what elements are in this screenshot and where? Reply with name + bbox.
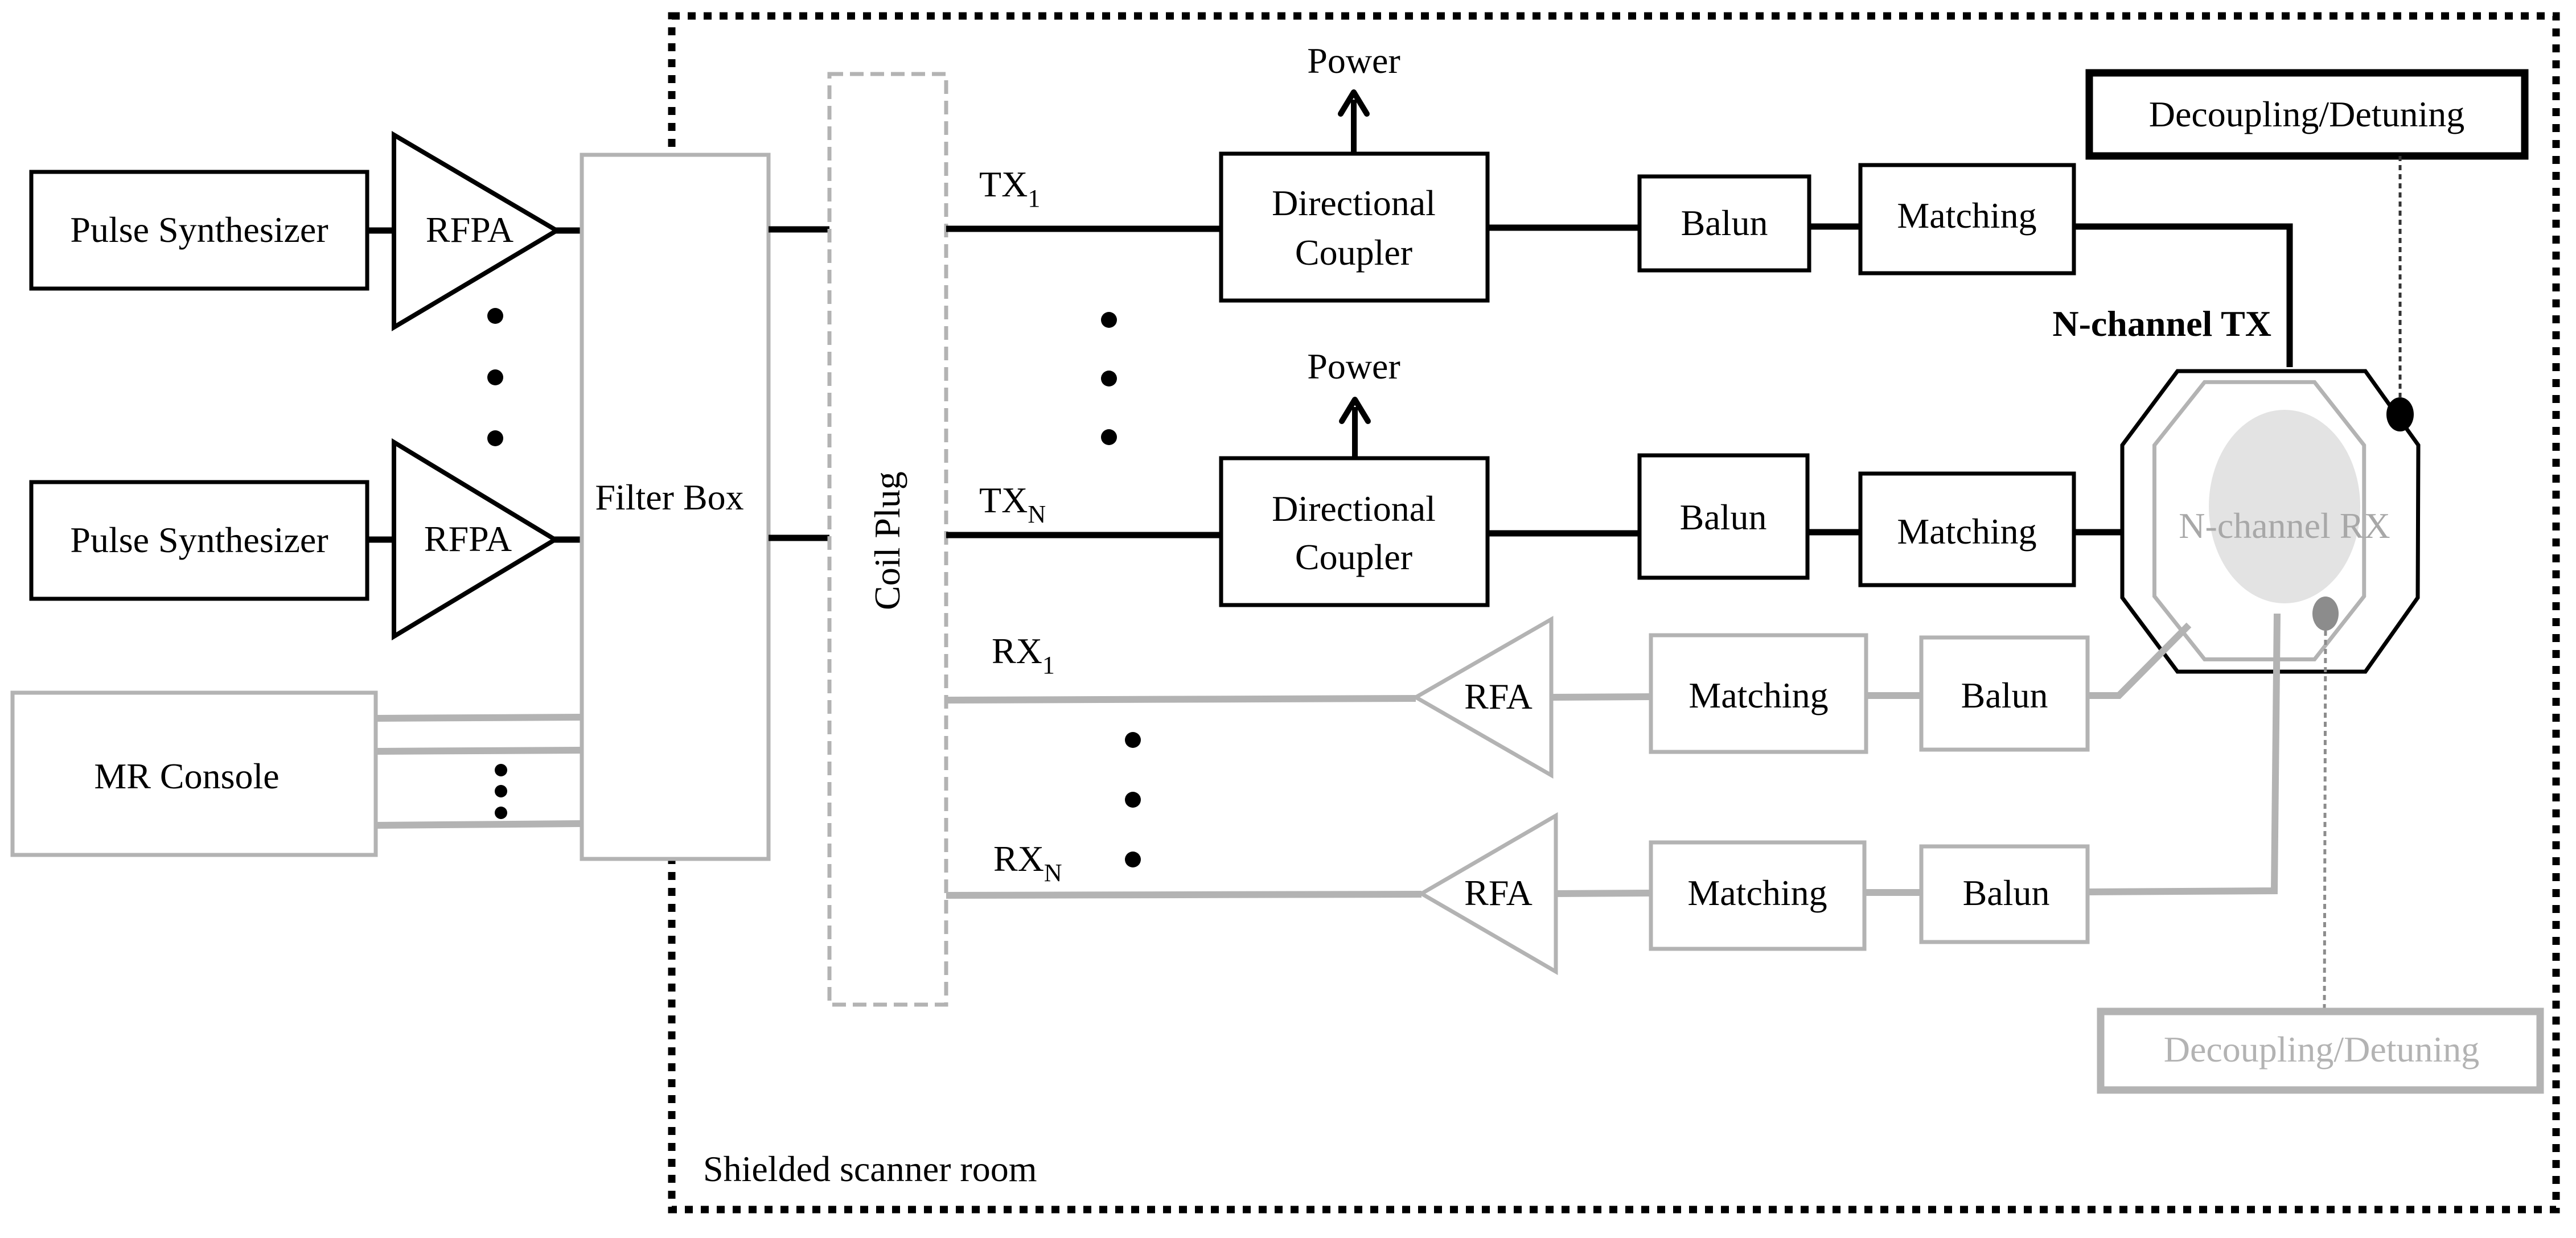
svg-text:Coupler: Coupler [1295, 537, 1412, 577]
tx-matching-n: Matching [1858, 471, 2076, 587]
ellipsis-dot [487, 369, 503, 385]
rfpa-2: RFPA [392, 438, 560, 641]
ellipsis-dot [495, 764, 507, 776]
svg-text:Balun: Balun [1961, 675, 2048, 715]
ellipsis-dot [495, 807, 507, 819]
wire-balunn-coil [2087, 613, 2281, 895]
ellipsis-dot [1101, 371, 1117, 386]
tx-rx-coil: N-channel RX [2120, 369, 2421, 674]
svg-text:Pulse Synthesizer: Pulse Synthesizer [70, 209, 328, 250]
tx-balun-1: Balun [1637, 174, 1811, 273]
power-arrow-1 [1338, 89, 1370, 154]
svg-text:Balun: Balun [1681, 203, 1768, 243]
svg-text:Pulse Synthesizer: Pulse Synthesizer [70, 520, 328, 560]
ellipsis-dot [1125, 732, 1141, 748]
wire-console-filter-2 [375, 747, 582, 755]
ellipsis-dot [495, 785, 507, 797]
svg-text:Coupler: Coupler [1295, 232, 1412, 273]
svg-text:Filter Box: Filter Box [595, 477, 743, 517]
svg-text:RFA: RFA [1464, 676, 1533, 717]
rx-rfa-n: RFA [1418, 812, 1558, 976]
wire-console-filter-n [375, 820, 582, 829]
coil-plug: Coil Plug [827, 72, 948, 1007]
svg-text:Matching: Matching [1687, 873, 1827, 913]
svg-text:Matching: Matching [1897, 195, 2036, 236]
ellipsis-dot [1101, 429, 1117, 445]
decoupling-detuning-rx: Decoupling/Detuning [2097, 1007, 2544, 1094]
ellipsis-dot [1101, 312, 1117, 328]
n-channel-rx-label: N-channel RX [2179, 505, 2390, 546]
wire-rfan-matching [1555, 890, 1651, 897]
rx-balun-n: Balun [1919, 844, 2090, 944]
svg-text:RFPA: RFPA [424, 519, 512, 559]
rx-detune-node [2312, 597, 2339, 631]
svg-text:Directional: Directional [1272, 488, 1436, 529]
ellipsis-dot [1125, 792, 1141, 808]
svg-text:Matching: Matching [1688, 675, 1828, 715]
n-channel-tx-label: N-channel TX [2052, 303, 2271, 344]
tx1-label: TX1 [979, 164, 1040, 212]
power-label-1: Power [1307, 40, 1400, 81]
rx-matching-1: Matching [1649, 633, 1868, 754]
ellipsis-dot [1125, 852, 1141, 867]
mr-console: MR Console [10, 690, 378, 857]
wire-console-filter-1 [375, 714, 582, 722]
svg-text:RFA: RFA [1464, 873, 1533, 913]
svg-text:Balun: Balun [1963, 873, 2050, 913]
tx-detune-node [2386, 397, 2414, 431]
rx-balun-1: Balun [1919, 635, 2090, 752]
tx-matching-1: Matching [1858, 163, 2076, 275]
svg-text:Matching: Matching [1897, 511, 2036, 552]
wire-matching1-coil [2074, 223, 2293, 367]
wire-rxn-rfa [946, 891, 1422, 899]
rx1-label: RX1 [992, 631, 1055, 679]
filter-box: Filter Box [580, 153, 771, 861]
rx-matching-n: Matching [1649, 840, 1867, 951]
rx-coil-sample [2209, 410, 2360, 603]
svg-text:Decoupling/Detuning: Decoupling/Detuning [2164, 1029, 2480, 1070]
power-label-n: Power [1307, 346, 1400, 386]
svg-text:Coil Plug: Coil Plug [867, 471, 907, 610]
pulse-synthesizer-1: Pulse Synthesizer [29, 170, 369, 291]
svg-text:Decoupling/Detuning: Decoupling/Detuning [2149, 94, 2465, 134]
wire-rx1-rfa [946, 695, 1416, 704]
ellipsis-dot [487, 308, 503, 324]
rx-rfa-1: RFA [1411, 615, 1554, 779]
power-arrow-n [1339, 397, 1371, 458]
wire-balun1-coil [2088, 622, 2192, 699]
rfpa-1: RFPA [392, 131, 561, 332]
svg-text:Directional: Directional [1272, 183, 1436, 223]
tx-balun-n: Balun [1637, 453, 1810, 580]
detune-link-rx [2323, 630, 2327, 1013]
svg-text:MR Console: MR Console [94, 756, 279, 796]
txn-label: TXN [979, 480, 1046, 528]
directional-coupler-n: Directional Coupler [1219, 456, 1490, 607]
shielded-room-border [668, 12, 2560, 1214]
rxn-label: RXN [993, 838, 1062, 887]
pulse-synthesizer-2: Pulse Synthesizer [29, 480, 369, 601]
ellipsis-dot [487, 430, 503, 446]
rx-coil-octagon [2152, 380, 2367, 661]
svg-text:Balun: Balun [1680, 497, 1767, 537]
directional-coupler-1: Directional Coupler [1219, 151, 1490, 303]
svg-text:RFPA: RFPA [426, 209, 513, 250]
shielded-room-label: Shielded scanner room [703, 1149, 1037, 1189]
decoupling-detuning-tx: Decoupling/Detuning [2085, 69, 2529, 160]
